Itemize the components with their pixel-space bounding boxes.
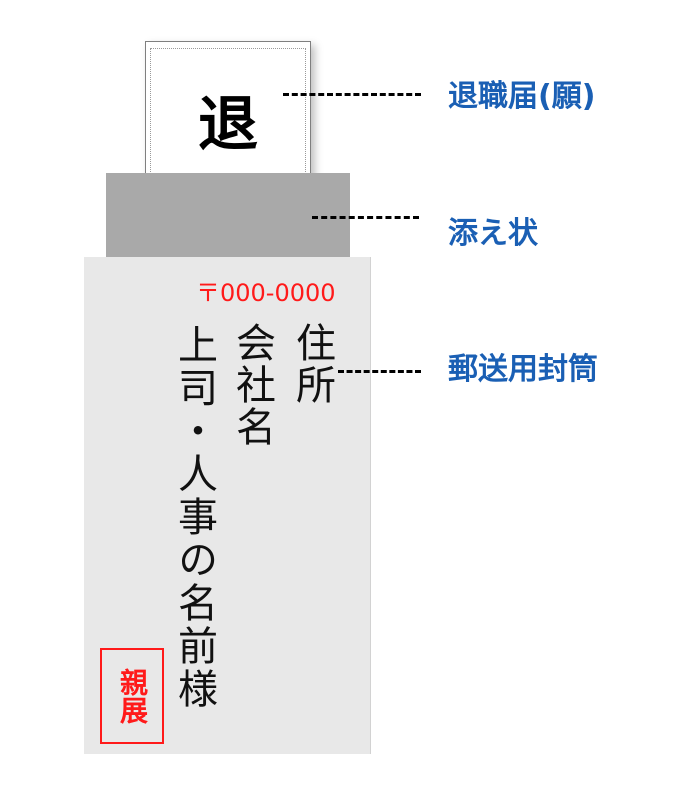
confidential-stamp: 親展 [100, 648, 164, 744]
label-resignation-letter: 退職届(願) [448, 79, 596, 114]
leader-line-envelope [338, 370, 421, 373]
envelope-company: 会社名 [229, 322, 275, 448]
cover-letter [106, 173, 350, 258]
letter-char: 退 [198, 90, 258, 160]
envelope [84, 257, 371, 754]
leader-line-letter [283, 93, 421, 96]
postal-code: 〒000-0000 [196, 279, 336, 307]
confidential-stamp-text: 親展 [116, 668, 149, 724]
label-cover-letter: 添え状 [448, 216, 538, 251]
envelope-address: 住所 [289, 322, 335, 406]
resignation-letter: 退 [145, 41, 311, 200]
envelope-recipient: 上司・人事の名前様 [171, 324, 217, 711]
label-envelope: 郵送用封筒 [448, 352, 598, 387]
leader-line-cover [312, 216, 419, 219]
